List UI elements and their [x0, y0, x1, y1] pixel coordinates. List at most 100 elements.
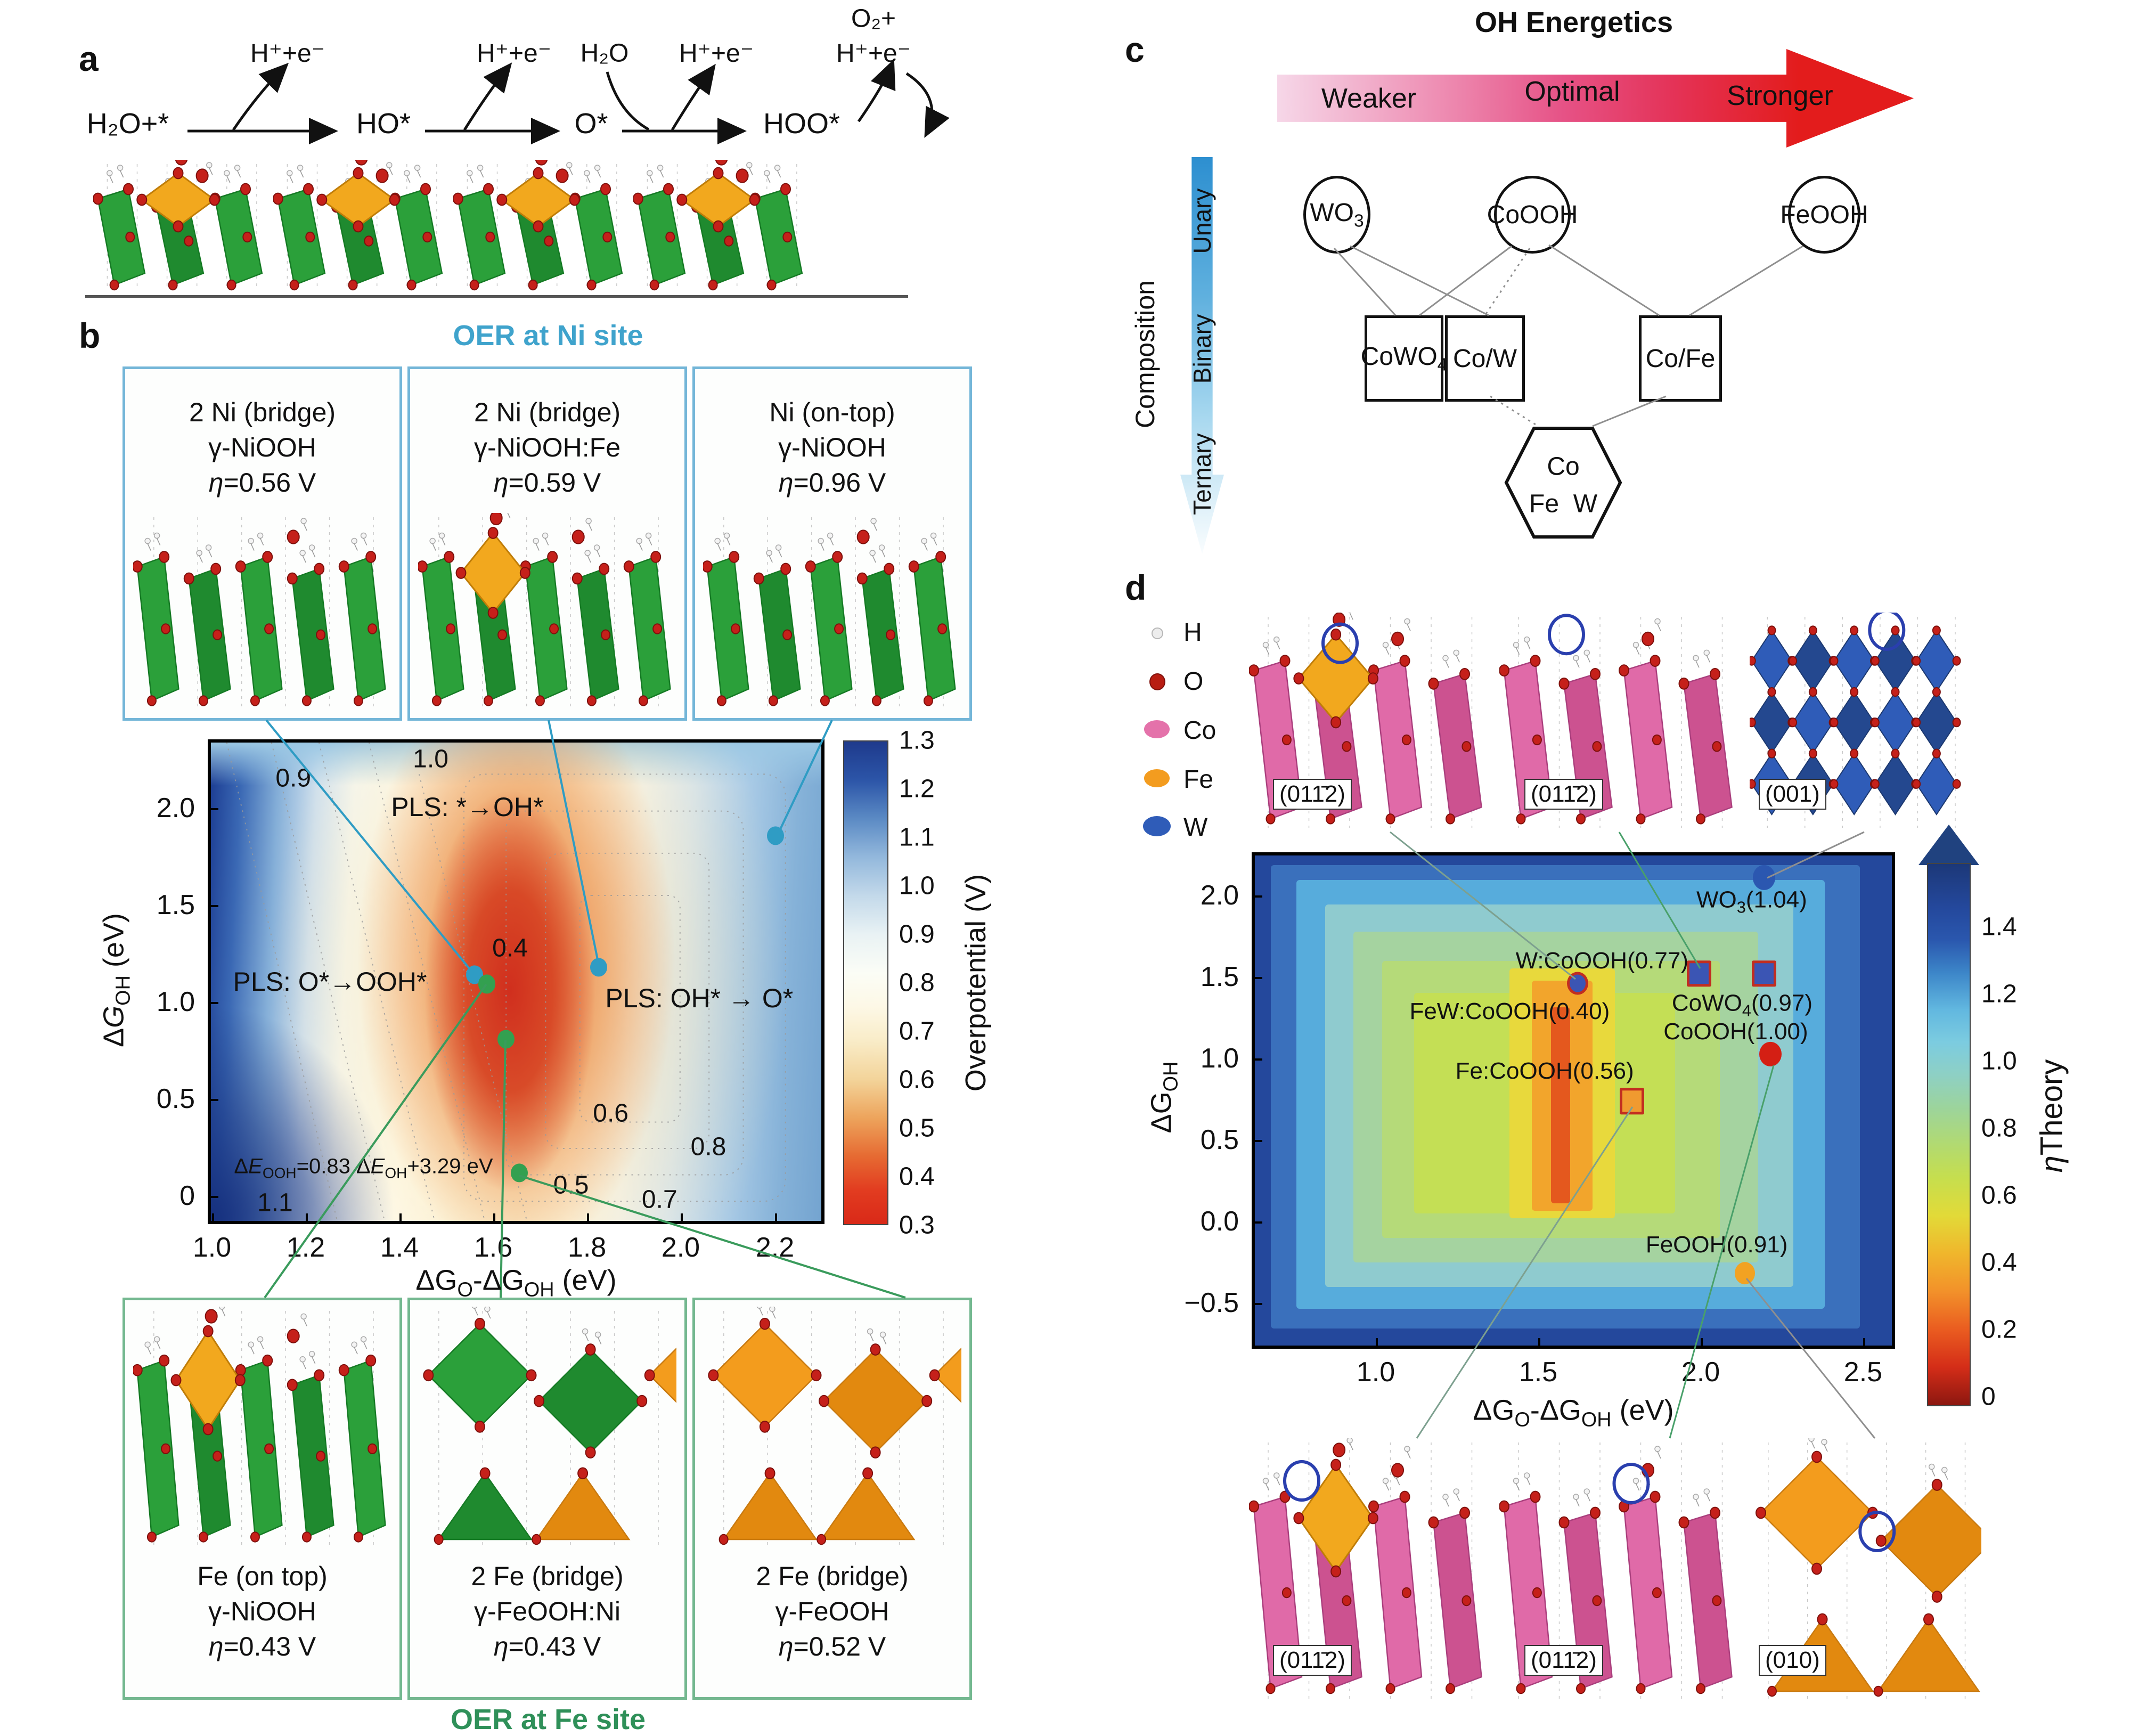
legend-h-label: H [1183, 618, 1202, 647]
node-coooh: CoOOH [1494, 176, 1571, 254]
crystal-structure-svg [703, 513, 961, 713]
node-wo3-text: WO3 [1310, 198, 1364, 232]
tick-label: 0.6 [899, 1065, 935, 1095]
plot-annotation: 0.9 [275, 764, 311, 793]
structure-a-o [453, 160, 629, 293]
plot-annotation: Fe:CoOOH(0.56) [1456, 1058, 1634, 1085]
tick-label: 0.5 [899, 1114, 935, 1143]
ni-box-2-phase: γ-NiOOH:Fe [410, 430, 684, 465]
tick-label: 2.0 [662, 1232, 700, 1264]
colorbar-b-label: Overpotential (V) [959, 874, 992, 1091]
connector-line [1350, 246, 1489, 315]
hexagon-co-text: Co [1547, 452, 1579, 482]
node-co-fe: Co/Fe [1639, 315, 1722, 402]
fe-box-2-phase: γ-FeOOH:Ni [410, 1594, 684, 1629]
node-feooh-text: FeOOH [1780, 200, 1868, 230]
fe-box-3-phase: γ-FeOOH [695, 1594, 969, 1629]
tick-label: 1.0 [1357, 1356, 1395, 1388]
ni-box-2-eta: η=0.59 V [410, 465, 684, 500]
tick-label: 1.0 [193, 1232, 231, 1264]
node-co-w: Co/W [1445, 315, 1525, 402]
plot-annotation: 0.8 [691, 1132, 726, 1161]
tick-label: 0.3 [899, 1211, 935, 1240]
tick-label: 1.6 [474, 1232, 512, 1264]
node-feooh: FeOOH [1788, 176, 1860, 254]
ni-box-3: Ni (on-top) γ-NiOOH η=0.96 V [692, 366, 972, 721]
reaction-arrow [672, 68, 713, 130]
tick-label: −0.5 [1184, 1287, 1239, 1319]
plot-annotation: FeOOH(0.91) [1646, 1232, 1788, 1258]
ni-box-1-eta: η=0.56 V [125, 465, 399, 500]
tick-label: 1.5 [157, 889, 195, 921]
node-cowo4: CoWO4 [1365, 315, 1443, 402]
hexagon-shape [1503, 425, 1623, 540]
fe-box-3-eta: η=0.52 V [695, 1629, 969, 1664]
tick-label: 1.0 [1981, 1046, 2017, 1075]
tick-label: 1.1 [899, 823, 935, 852]
release-1: H⁺+e⁻ [250, 38, 325, 68]
o2-label: O₂+ [851, 4, 896, 34]
legend-co-icon [1144, 720, 1170, 738]
optimal-label: Optimal [1524, 76, 1620, 108]
reaction-arrow [859, 64, 892, 121]
connector-line [1549, 245, 1659, 315]
reaction-arrow [464, 67, 509, 130]
reaction-arrow [233, 67, 285, 130]
colorbar-b [843, 740, 888, 1225]
panel-a-label: a [79, 38, 99, 79]
legend-o-icon [1149, 673, 1165, 690]
plot-annotation: CoOOH(1.00) [1663, 1018, 1808, 1045]
node-cowo4-text: CoWO4 [1361, 342, 1448, 376]
plot-d-annotations: WO3(1.04)W:CoOOH(0.77)CoWO4(0.97)CoOOH(1… [1255, 855, 1892, 1346]
surface-baseline [85, 295, 908, 298]
crystal-structure-svg [418, 513, 676, 713]
ni-box-1-structure [133, 513, 391, 713]
fe-box-3-site: 2 Fe (bridge) [695, 1559, 969, 1594]
species-hoo: HOO* [763, 107, 840, 140]
plot-d-ylabel: ΔGOH [1145, 1062, 1183, 1134]
plot-annotation: ΔEOOH=0.83 ΔEOH+3.29 eV [234, 1155, 493, 1182]
tick-label: 2.2 [756, 1232, 794, 1264]
tick-label: 0.4 [1981, 1248, 2017, 1277]
composition-axis-label: Composition [1130, 280, 1161, 428]
unary-level-label: Unary [1188, 189, 1217, 254]
ni-box-3-eta: η=0.96 V [695, 465, 969, 500]
tick-label: 0 [1981, 1382, 1996, 1412]
inset-d-top-1-facet: (011̄2) [1273, 779, 1352, 810]
weaker-label: Weaker [1321, 83, 1416, 115]
ni-box-2-site: 2 Ni (bridge) [410, 395, 684, 430]
colorbar-d-arrowhead [1918, 825, 1979, 865]
species-o: O* [574, 107, 608, 140]
oer-fe-site-title: OER at Fe site [451, 1703, 646, 1736]
species-h2o-star: H₂O+* [87, 107, 169, 140]
tick-label: 0.5 [157, 1083, 195, 1115]
fe-box-1-structure [133, 1307, 391, 1552]
legend-h-icon [1152, 627, 1163, 639]
inset-d-top-3-facet: (001) [1759, 779, 1826, 810]
tick-label: 0.4 [899, 1162, 935, 1192]
legend-w-icon [1143, 816, 1171, 836]
legend-co-label: Co [1183, 716, 1216, 745]
plot-annotation: W:CoOOH(0.77) [1516, 948, 1688, 974]
plot-d-xlabel: ΔGO-ΔGOH (eV) [1473, 1394, 1673, 1432]
plot-annotation: 0.6 [593, 1098, 628, 1128]
plot-annotation: 0.4 [492, 934, 528, 963]
tick-label: 1.4 [380, 1232, 419, 1264]
tick-label: 0.7 [899, 1017, 935, 1046]
hexagon-few-text: Fe W [1529, 490, 1597, 519]
fe-box-3: 2 Fe (bridge) γ-FeOOH η=0.52 V [692, 1298, 972, 1700]
fe-box-3-structure [703, 1307, 961, 1552]
tick-label: 0.8 [1981, 1113, 2017, 1143]
tick-label: 2.0 [1681, 1356, 1720, 1388]
plot-annotation: PLS: OH* → O* [605, 983, 793, 1014]
tick-label: 0 [179, 1180, 195, 1212]
fe-box-2-structure [418, 1307, 676, 1552]
fe-box-2: 2 Fe (bridge) γ-FeOOH:Ni η=0.43 V [407, 1298, 687, 1700]
plot-annotation: 0.5 [553, 1170, 589, 1200]
ni-box-1-phase: γ-NiOOH [125, 430, 399, 465]
tick-label: 0.8 [899, 968, 935, 998]
connector-line [1334, 248, 1395, 315]
ni-box-2-structure [418, 513, 676, 713]
plot-b-xlabel: ΔGO-ΔGOH (eV) [415, 1264, 616, 1302]
